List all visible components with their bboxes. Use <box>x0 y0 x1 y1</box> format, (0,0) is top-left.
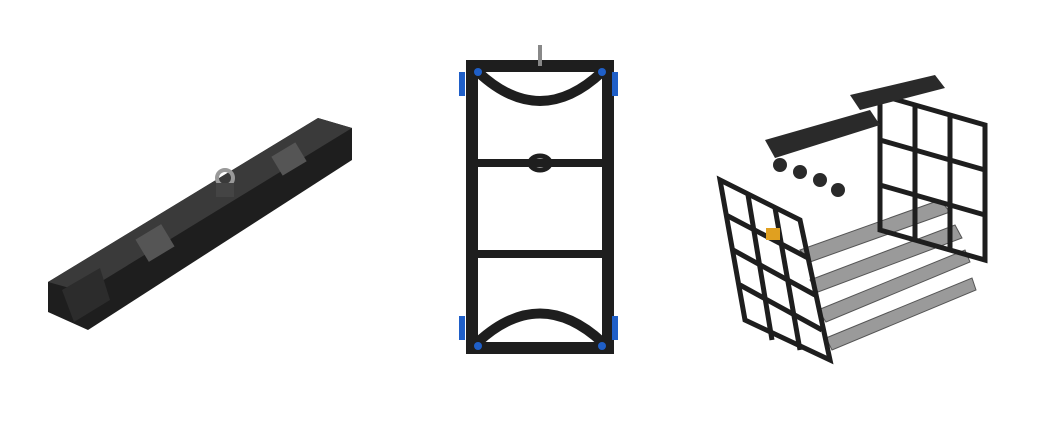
flying-bar-image <box>48 118 352 330</box>
warning-label-icon <box>766 228 780 240</box>
frame-image <box>459 45 618 354</box>
cart-image <box>716 75 988 365</box>
blue-clip-icons <box>459 68 618 350</box>
